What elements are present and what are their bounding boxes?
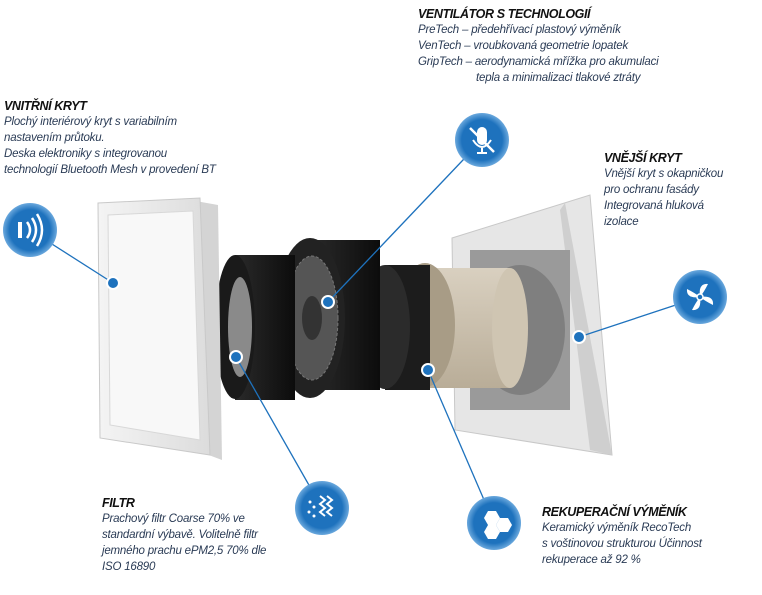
ventilator-line: VenTech – vroubkovaná geometrie lopatek xyxy=(418,40,628,52)
outer-cover-label: VNĚJŠÍ KRYT Vnější kryt s okapničkou pro… xyxy=(604,150,723,230)
honeycomb-icon xyxy=(467,496,521,550)
ventilator-line: PreTech – předehřívací plastový výměník xyxy=(418,24,621,36)
filter-line: ISO 16890 xyxy=(102,561,156,573)
ventilator-label: VENTILÁTOR S TECHNOLOGIÍ PreTech – přede… xyxy=(418,6,659,86)
outer-cover-line: Integrovaná hluková xyxy=(604,200,704,212)
inner-cover xyxy=(97,197,222,460)
outer-cover-title: VNĚJŠÍ KRYT xyxy=(604,151,682,165)
outer-cover-line: izolace xyxy=(604,216,639,228)
filter-icon xyxy=(295,481,349,535)
filter-line: jemného prachu ePM2,5 70% dle xyxy=(102,545,267,557)
inner-cover-line: Deska elektroniky s integrovanou xyxy=(4,148,167,160)
exchanger-line: Keramický výměník RecoTech xyxy=(542,522,692,534)
filter-cylinder xyxy=(215,255,295,400)
exchanger-label: REKUPERAČNÍ VÝMĚNÍK Keramický výměník Re… xyxy=(542,504,702,568)
exchanger-title: REKUPERAČNÍ VÝMĚNÍK xyxy=(542,505,687,519)
exchanger-line: rekuperace až 92 % xyxy=(542,554,641,566)
muted-microphone-icon xyxy=(455,113,509,167)
inner-cover-title: VNITŘNÍ KRYT xyxy=(4,99,87,113)
fan-icon xyxy=(673,270,727,324)
ventilator-title: VENTILÁTOR S TECHNOLOGIÍ xyxy=(418,7,591,21)
inner-cover-label: VNITŘNÍ KRYT Plochý interiérový kryt s v… xyxy=(4,98,216,178)
ventilator-line: tepla a minimalizaci tlakové ztráty xyxy=(476,72,641,84)
outer-cover-line: pro ochranu fasády xyxy=(604,184,699,196)
outer-cover-line: Vnější kryt s okapničkou xyxy=(604,168,724,180)
exchanger-line: s voštinovou strukturou Účinnost xyxy=(542,538,702,550)
callout-dots xyxy=(106,276,586,377)
inner-cover-line: Plochý interiérový kryt s variabilním xyxy=(4,116,177,128)
ventilator-line: GripTech – aerodynamická mřížka pro akum… xyxy=(418,56,659,68)
filter-title: FILTR xyxy=(102,496,135,510)
filter-line: Prachový filtr Coarse 70% ve xyxy=(102,513,245,525)
inner-cover-line: technologií Bluetooth Mesh v provedení B… xyxy=(4,164,216,176)
filter-line: standardní výbavě. Volitelně filtr xyxy=(102,529,258,541)
inner-cover-line: nastavením průtoku. xyxy=(4,132,105,144)
filter-label: FILTR Prachový filtr Coarse 70% ve stand… xyxy=(102,495,266,575)
wireless-signal-icon xyxy=(3,203,57,257)
